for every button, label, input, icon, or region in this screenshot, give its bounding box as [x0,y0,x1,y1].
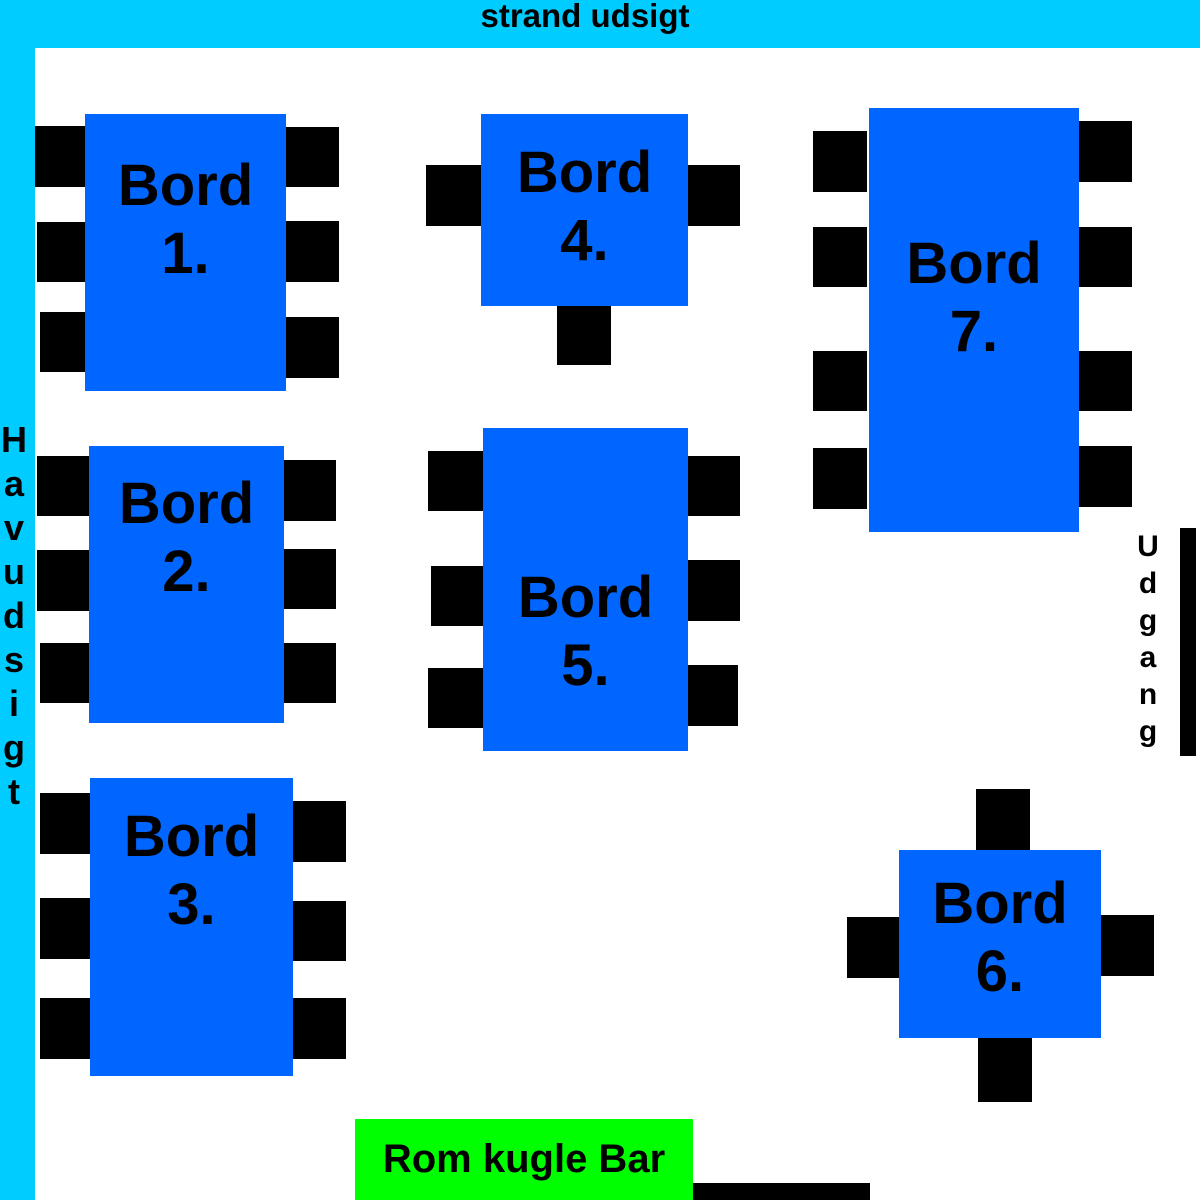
table-1-number: 1. [161,221,210,287]
table-4-label: Bord 4. [517,139,652,276]
left-label-letter: a [3,463,25,504]
chair [37,456,91,516]
table-6-word: Bord [932,871,1068,936]
chair [813,227,867,287]
chair [978,1038,1032,1102]
table-5-label: Bord 5. [518,564,653,701]
table-5[interactable]: Bord 5. [483,428,688,751]
chair [292,901,346,961]
table-5-word: Bord [517,565,654,630]
table-2[interactable]: Bord 2. [89,446,284,723]
left-label-letter: g [3,727,25,768]
table-5-number: 5. [561,633,610,699]
bar-counter: Rom kugle Bar [355,1119,693,1200]
chair [37,550,91,611]
chair [282,460,336,521]
table-4[interactable]: Bord 4. [481,114,688,306]
chair [284,317,339,378]
table-6[interactable]: Bord 6. [899,850,1101,1038]
table-3-word: Bord [123,804,260,869]
exit-label-letter: a [1139,641,1157,674]
exit-label-letter: g [1138,604,1158,637]
table-1[interactable]: Bord 1. [85,114,286,391]
exit-label: U d g a n g [1128,528,1168,750]
exit-label-letter: U [1137,530,1159,563]
chair [1101,915,1154,976]
table-6-number: 6. [975,939,1025,1005]
table-2-word: Bord [118,471,255,536]
exit-label-letter: g [1138,715,1158,748]
table-7[interactable]: Bord 7. [869,108,1079,532]
table-7-label: Bord 7. [906,230,1041,367]
chair [40,998,93,1059]
left-wall-label: H a v u d s i g t [0,418,34,814]
bar-label: Rom kugle Bar [382,1137,666,1181]
exit-label-letter: d [1138,567,1158,600]
table-1-word: Bord [117,153,254,218]
bar-line [693,1183,870,1200]
table-3[interactable]: Bord 3. [90,778,293,1076]
chair [284,127,339,187]
left-label-letter: u [3,551,25,592]
chair [428,668,484,728]
chair [40,898,93,959]
chair [813,351,867,411]
chair [282,643,336,703]
left-label-letter: v [3,507,25,548]
left-label-letter: s [3,639,25,680]
chair [40,312,93,372]
chair [687,456,740,516]
chair [847,917,900,978]
chair [684,665,738,726]
chair [426,165,482,226]
chair [1078,351,1132,411]
table-3-label: Bord 3. [124,803,259,940]
table-3-number: 3. [167,872,216,938]
table-2-label: Bord 2. [119,470,254,607]
chair [1078,121,1132,182]
chair [428,451,484,511]
exit-label-letter: n [1138,678,1158,711]
table-4-number: 4. [560,208,609,274]
left-label-letter: H [1,419,27,460]
chair [431,566,484,626]
chair [40,643,93,703]
table-2-number: 2. [162,539,211,605]
chair [976,789,1030,851]
chair [687,560,740,621]
left-label-letter: i [8,683,19,724]
top-wall-label: strand udsigt [480,0,690,34]
table-7-number: 7. [949,299,999,365]
left-label-letter: d [3,595,25,636]
chair [292,998,346,1059]
chair [292,801,346,862]
chair [282,549,336,609]
top-wall [0,0,1200,48]
chair [35,126,91,187]
table-1-label: Bord 1. [118,152,253,289]
chair [1078,227,1132,287]
table-4-word: Bord [516,140,653,205]
chair [687,165,740,226]
chair [40,793,93,854]
chair [284,221,339,282]
chair [813,448,867,509]
table-6-label: Bord 6. [932,870,1067,1007]
chair [813,131,867,192]
left-label-letter: t [8,771,20,812]
left-wall [0,0,35,1200]
chair [557,304,611,365]
table-7-word: Bord [906,231,1042,296]
exit-line [1180,528,1196,756]
chair [1078,446,1132,507]
chair [37,222,91,282]
